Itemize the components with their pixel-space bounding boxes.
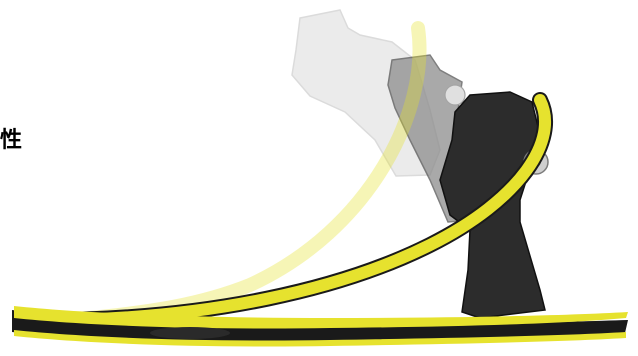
prosthetic-foot-illustration <box>0 0 638 356</box>
